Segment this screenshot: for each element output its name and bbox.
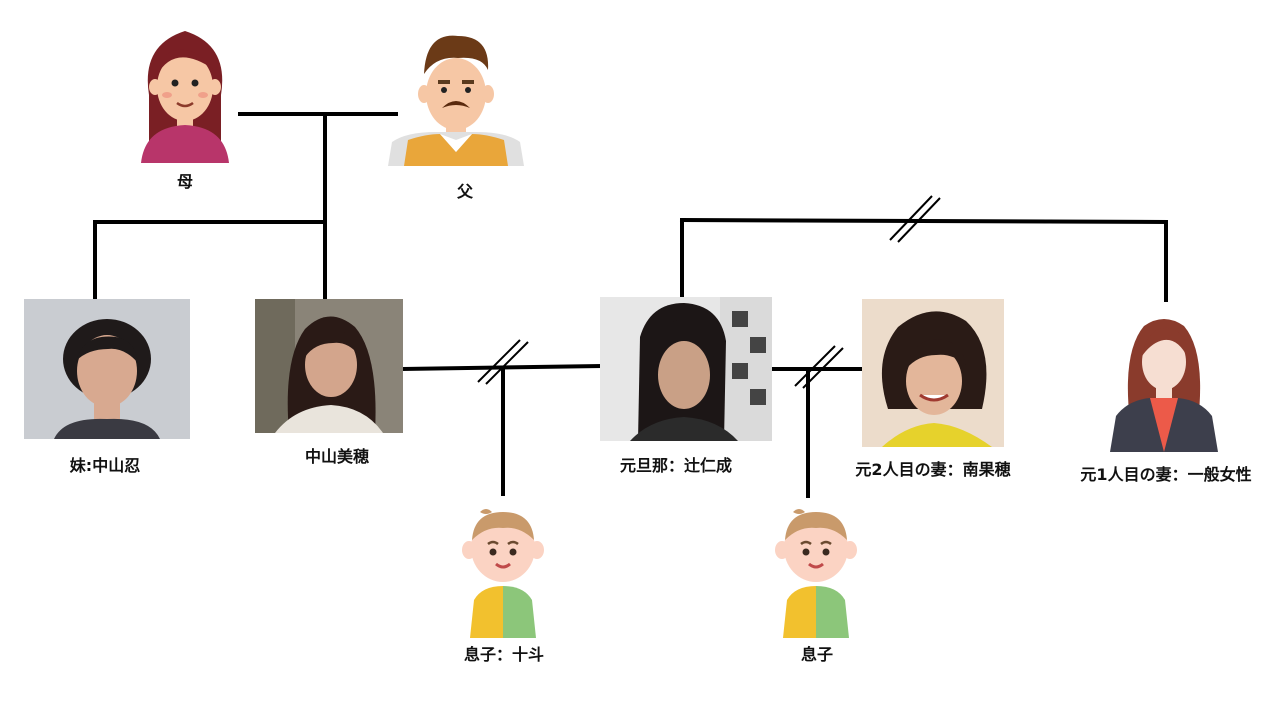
sister-label: 妹:中山忍 xyxy=(69,456,141,475)
father-label: 父 xyxy=(456,182,474,201)
divorce-mark xyxy=(477,339,521,383)
self-photo xyxy=(255,299,403,433)
mother-label: 母 xyxy=(176,172,194,191)
son-toto-avatar xyxy=(460,504,546,638)
son-avatar xyxy=(773,504,859,638)
divorce-mark xyxy=(897,197,941,243)
second-wife-photo xyxy=(862,299,1004,447)
first-marriage-line xyxy=(679,217,1169,225)
son-toto-label: 息子：十斗 xyxy=(463,645,545,664)
mother-avatar xyxy=(135,25,235,163)
divorce-mark xyxy=(794,345,836,387)
father-avatar xyxy=(386,30,526,166)
ex-husband-label: 元旦那：辻仁成 xyxy=(619,456,733,475)
divorce-mark xyxy=(802,347,844,389)
sister-photo xyxy=(24,299,190,439)
ex-husband-photo xyxy=(600,297,772,441)
self-label: 中山美穂 xyxy=(304,447,370,466)
second-wife-label: 元2人目の妻：南果穂 xyxy=(855,460,1011,479)
divorce-mark xyxy=(485,341,529,385)
first-wife-avatar xyxy=(1108,312,1220,452)
first-wife-label: 元1人目の妻：一般女性 xyxy=(1080,465,1252,484)
son-label: 息子 xyxy=(800,645,834,664)
divorce-mark xyxy=(889,195,933,241)
